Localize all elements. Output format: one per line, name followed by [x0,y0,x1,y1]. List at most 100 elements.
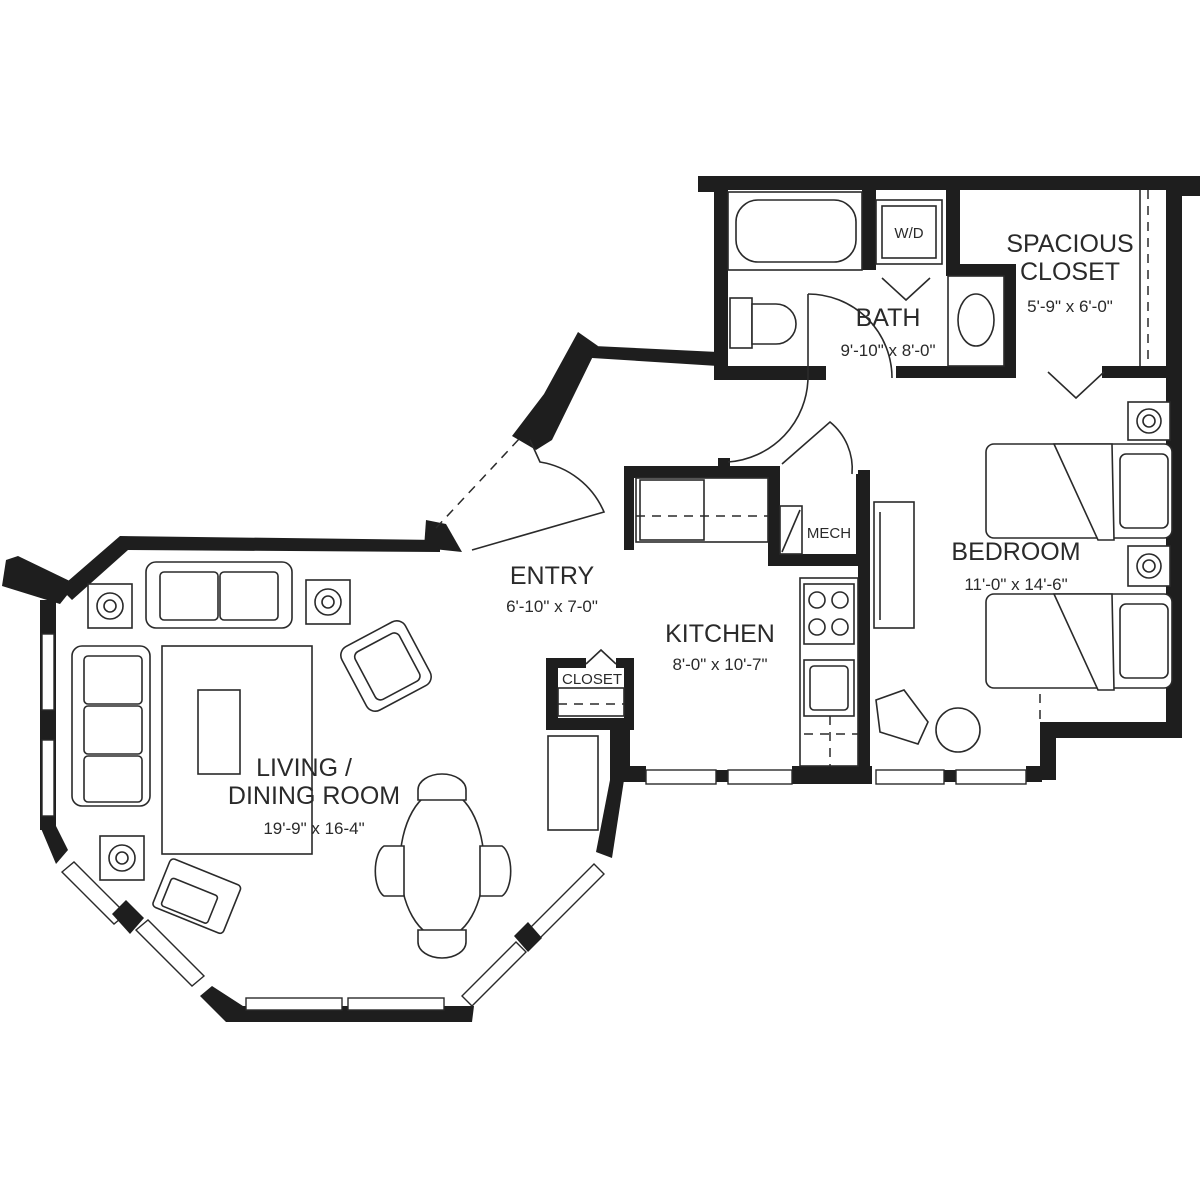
entry-dimensions: 6'-10" x 7-0" [506,597,598,616]
lamp-living-3 [99,835,145,881]
window-bottom-2 [347,997,445,1011]
coffee-table [197,689,241,775]
sofa-left-seat-3 [83,755,143,803]
doors [435,190,1170,722]
wall-living-top [60,536,440,600]
bed-2-fold [1052,593,1115,691]
wd-door-swing [881,277,931,302]
wall-kitchen-bottom [630,766,646,782]
wall-entry-diagonal [512,332,598,450]
stove [803,583,855,645]
closet-dimensions: 5'-9" x 6'-0" [1027,297,1113,316]
bedroom-chair [875,689,929,745]
window-angle-3 [461,941,527,1007]
bed-2-pillow [1119,603,1169,679]
wall-kitchen-bed-bottom [792,766,872,784]
wall-bath-bottom-right [896,366,1016,378]
wall-living-right [610,718,630,782]
sofa-left-seat-2 [83,705,143,755]
wall-mech-bottom [768,554,860,566]
window-bedroom-2 [955,769,1027,785]
armchair-1 [340,620,432,712]
fridge [639,479,705,541]
wall-closet-top-left [546,658,586,668]
wd-label: W/D [894,225,923,242]
wall-kitchen-left [624,470,634,550]
lamp-bedroom-2 [1127,545,1171,587]
wall-closet-bottom [546,718,630,730]
entry-door-opening [435,437,521,529]
lamp-living-1 [87,583,133,629]
bath-door-swing-2 [807,293,893,379]
window-bottom-1 [245,997,343,1011]
window-angle-2 [134,919,206,987]
armchair-2 [152,858,242,935]
bed-1-fold [1052,443,1115,541]
bedroom-dimensions: 11'-0" x 14'-6" [964,575,1067,594]
labels: LIVING / DINING ROOM 19'-9" x 16-4" ENTR… [228,225,1134,838]
wall-wd-closet [946,190,960,272]
toilet-tank [729,297,753,349]
bath-door-swing [727,377,809,463]
wall-angle-right [596,780,624,858]
wall-bath-left [714,190,728,380]
wall-angle-lower-left [40,826,68,864]
mullion-angle-1 [112,900,144,934]
washer-dryer-inner [881,205,937,259]
window-kitchen-1 [645,769,717,785]
window-kitchen-2 [727,769,793,785]
wall-bottom-right [1040,722,1182,780]
wall-kitchen-top [624,466,780,478]
bath-dimensions: 9'-10" x 8'-0" [840,341,935,360]
burner-2 [831,591,849,609]
kitchen-sink [809,665,849,711]
mullion-2 [944,770,956,782]
sofa-top-seat-1 [159,571,219,621]
dining-chair-left [374,845,405,897]
wall-bath-door-stub [718,458,730,468]
bath-name: BATH [856,304,921,332]
burner-1 [808,591,826,609]
mech-label: MECH [807,525,851,542]
wall-closet-left [546,658,558,730]
wall-closet-left [1004,264,1016,378]
rug [161,645,313,855]
mech-unit-diag [781,509,801,553]
bedroom-round-table [935,707,981,753]
wall-stub-left [2,556,76,604]
sofa-left-seat-1 [83,655,143,705]
bath-sink [957,293,995,347]
entry-console [547,735,599,831]
wall-bath-tub-wd [862,190,876,270]
burner-3 [808,618,826,636]
wall-closet-step [946,264,1014,276]
living-room-name-1: LIVING / [256,754,352,782]
wall-kitchen-left-lower [624,658,634,730]
wall-closet-top-right [616,658,630,668]
wall-angle-bottom-right [444,1006,474,1022]
dining-table [399,789,485,939]
toilet-bowl [751,303,797,345]
lamp-living-2 [305,579,351,625]
closet-door-swing [1047,371,1105,400]
wall-kitchen-bed [858,470,870,784]
wall-mech-left [768,466,780,564]
window-left-2 [41,739,55,817]
closet-label: CLOSET [562,671,622,688]
wall-bath-bottom-left [714,366,826,380]
kitchen-name: KITCHEN [665,620,775,648]
closet-name-1: SPACIOUS [1006,230,1133,258]
wall-entry-top [592,346,718,366]
wall-closet-bedroom [1102,366,1170,378]
bathtub-inner [735,199,857,263]
living-room-dimensions: 19'-9" x 16-4" [263,819,364,838]
burner-4 [831,618,849,636]
window-angle-4 [529,863,605,939]
mullion-angle-2 [514,922,542,952]
wall-bed-bottom-right [1026,766,1042,782]
mullion-1 [716,770,728,782]
wall-top-right [698,176,1200,196]
bed-1-pillow [1119,453,1169,529]
bedroom-name: BEDROOM [951,538,1080,566]
windows [40,633,1027,1011]
